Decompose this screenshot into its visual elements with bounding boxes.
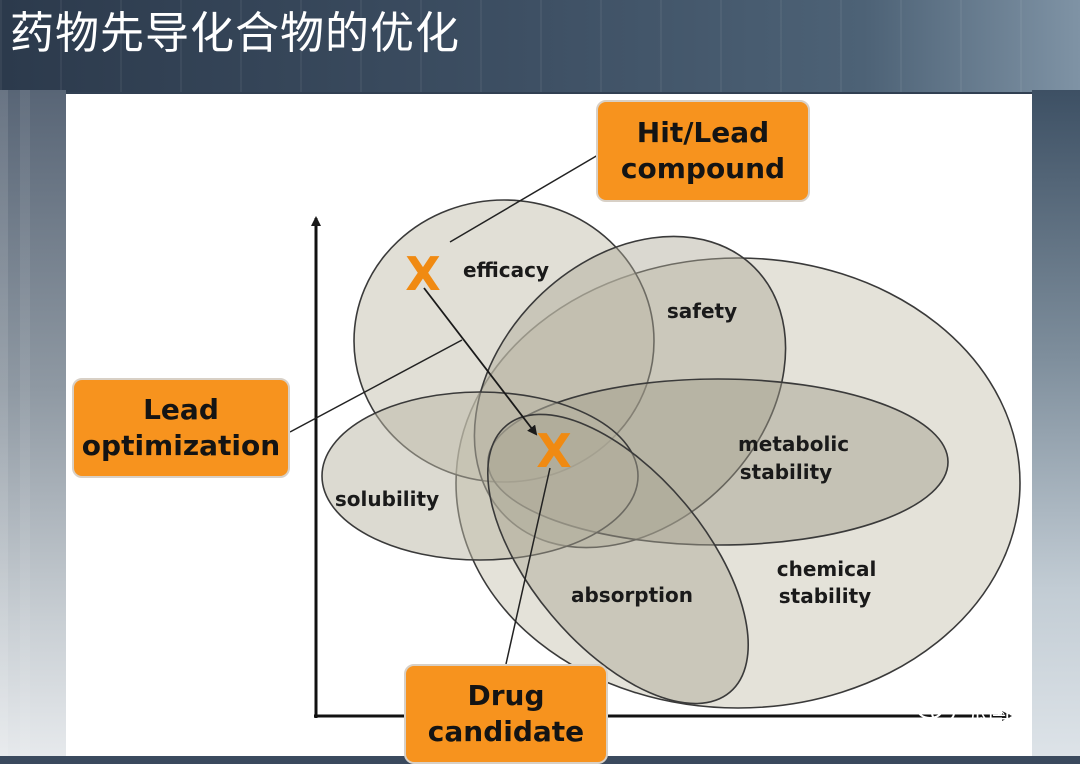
label-safety: safety	[667, 299, 737, 323]
label-efficacy: efficacy	[463, 258, 549, 282]
lead-optimization-connector	[289, 339, 463, 433]
ellipse-solubility	[321, 391, 639, 561]
marker-drug-candidate: X	[536, 424, 571, 478]
callout-lead-optimization: Lead optimization	[72, 378, 290, 478]
hit-lead-connector	[449, 154, 599, 243]
background-left	[0, 90, 66, 756]
ellipse-absorption	[487, 413, 749, 705]
marker-hit-lead: X	[405, 247, 440, 301]
wechat-icon	[916, 697, 955, 723]
background-top	[0, 0, 1080, 92]
drug-candidate-connector	[505, 467, 551, 665]
label-metabolic-stability: metabolic stability	[738, 432, 856, 484]
watermark: 张国斌	[914, 692, 1032, 728]
label-chemical-stability: chemical stability	[777, 557, 884, 608]
callout-hit-lead-compound: Hit/Lead compound	[596, 100, 810, 202]
label-solubility: solubility	[335, 487, 439, 511]
watermark-text: 张国斌	[966, 700, 1033, 725]
callout-drug-candidate: Drug candidate	[404, 664, 608, 764]
slide-title: 药物先导化合物的优化	[10, 8, 460, 59]
optimization-arrow	[423, 287, 538, 436]
label-absorption: absorption	[571, 583, 693, 607]
background-right	[1032, 90, 1080, 756]
